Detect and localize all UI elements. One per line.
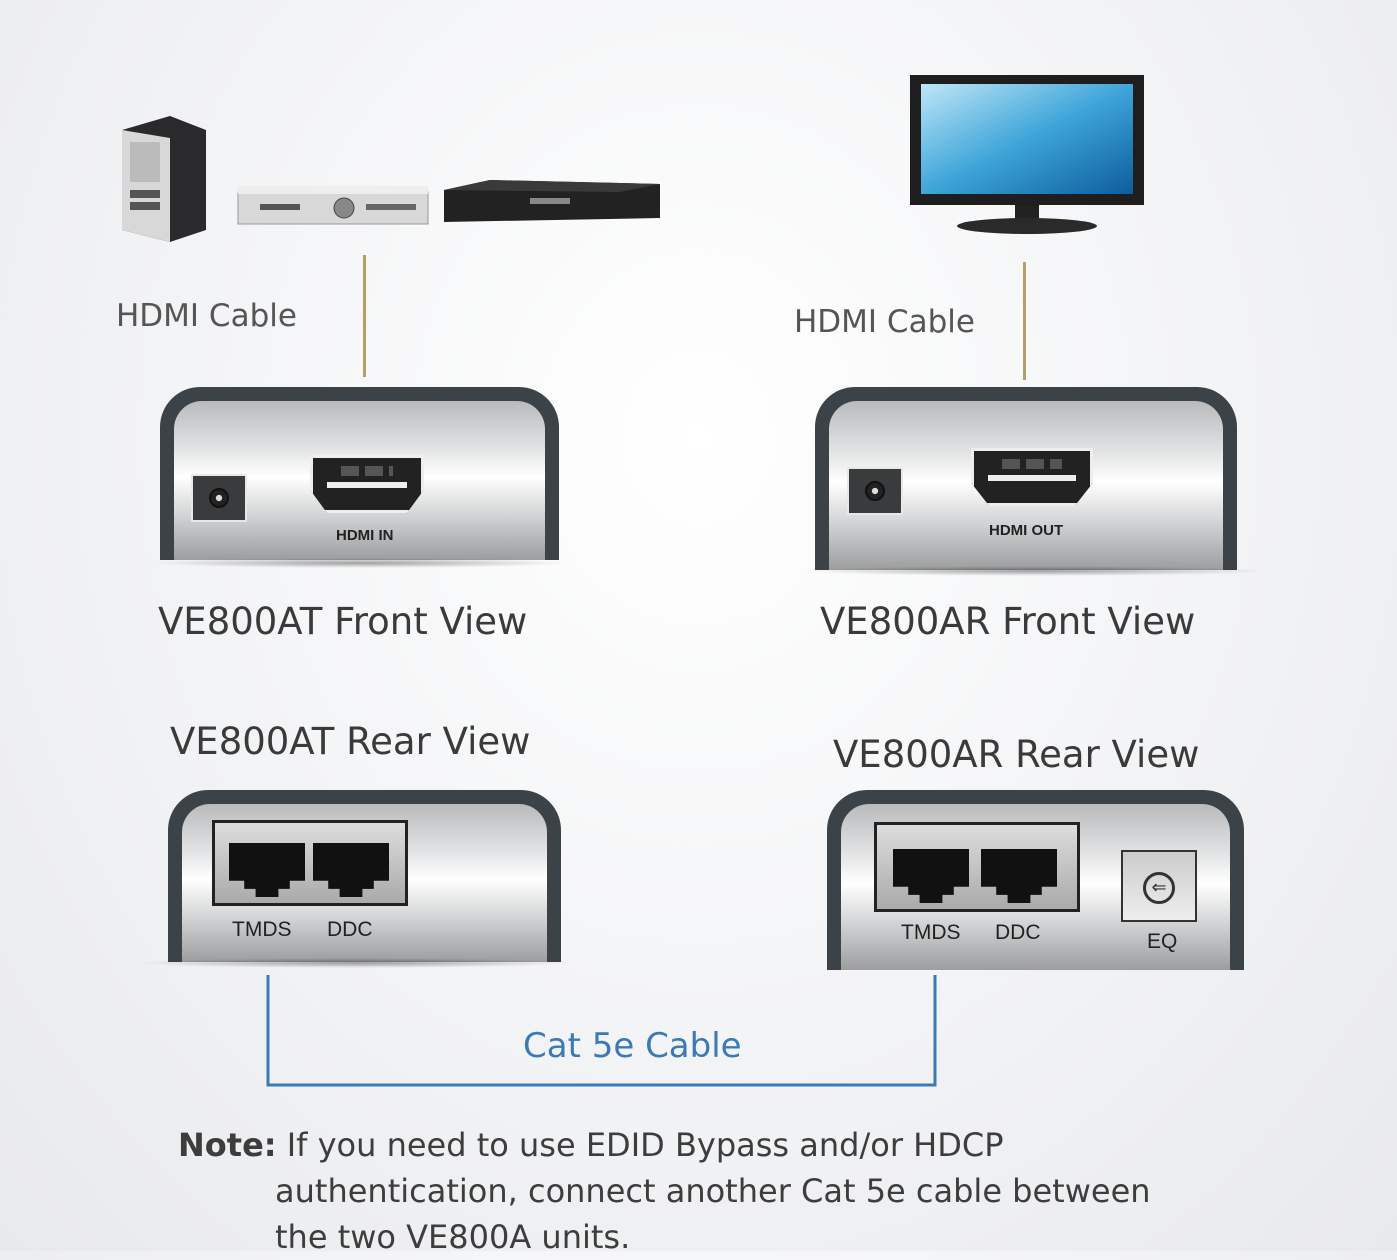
dvd-player-icon <box>444 180 660 222</box>
ve800ar-front-view-title: VE800AR Front View <box>820 600 1196 643</box>
ve800at-front-panel: HDMI IN <box>160 387 559 560</box>
note-line-2: authentication, connect another Cat 5e c… <box>275 1172 1151 1210</box>
tv-monitor-icon <box>910 75 1144 234</box>
ddc-rj45-port-icon <box>313 843 389 897</box>
panel-shadow <box>135 958 575 968</box>
panel-shadow <box>150 558 570 568</box>
rj45-port-group <box>212 820 408 906</box>
ddc-rj45-port-icon <box>981 849 1057 903</box>
eq-knob-icon: ⇐ <box>1143 872 1175 904</box>
eq-label: EQ <box>1147 930 1178 953</box>
hdmi-out-label: HDMI OUT <box>989 522 1064 539</box>
tmds-rj45-port-icon <box>229 843 305 897</box>
av-receiver-icon <box>237 186 429 225</box>
hdmi-cable-right-label: HDMI Cable <box>794 304 975 340</box>
ddc-label: DDC <box>327 918 373 941</box>
source-devices <box>122 116 660 242</box>
ve800ar-front-panel: HDMI OUT <box>815 387 1237 570</box>
ve800at-rear-view-title: VE800AT Rear View <box>170 720 531 763</box>
ve800at-rear-panel: TMDS DDC <box>168 790 561 962</box>
pc-tower-icon <box>122 116 206 242</box>
ddc-label: DDC <box>995 921 1041 944</box>
rj45-port-group <box>874 822 1080 912</box>
tmds-label: TMDS <box>232 918 292 941</box>
hdmi-cable-left-line <box>363 255 366 377</box>
power-jack-icon <box>847 467 903 515</box>
tmds-label: TMDS <box>901 921 961 944</box>
power-jack-icon <box>191 474 247 522</box>
note-text: Note: If you need to use EDID Bypass and… <box>178 1122 1151 1260</box>
note-line-1: If you need to use EDID Bypass and/or HD… <box>286 1126 1004 1164</box>
hdmi-in-port-icon <box>310 455 424 513</box>
eq-adjust-dial: ⇐ <box>1121 850 1197 922</box>
hdmi-out-port-icon <box>971 448 1093 506</box>
hdmi-cable-left-label: HDMI Cable <box>116 298 297 334</box>
cat5-cable-label: Cat 5e Cable <box>523 1026 742 1066</box>
ve800ar-rear-panel: TMDS DDC ⇐ EQ <box>827 790 1244 970</box>
note-line-3: the two VE800A units. <box>275 1218 631 1256</box>
note-prefix: Note: <box>178 1126 277 1164</box>
hdmi-in-label: HDMI IN <box>336 527 394 544</box>
tmds-rj45-port-icon <box>893 849 969 903</box>
ve800at-front-view-title: VE800AT Front View <box>158 600 528 643</box>
hdmi-cable-right-line <box>1023 262 1026 380</box>
ve800ar-rear-view-title: VE800AR Rear View <box>833 733 1200 776</box>
panel-shadow <box>800 566 1270 576</box>
